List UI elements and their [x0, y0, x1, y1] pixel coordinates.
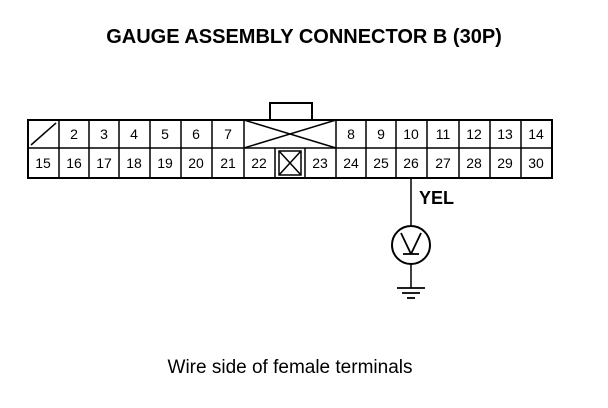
pin-label: 3: [100, 126, 108, 142]
pin-label: 18: [126, 155, 142, 171]
pin-label: 16: [66, 155, 82, 171]
ground-icon: [397, 287, 425, 299]
pin-label: 30: [528, 155, 544, 171]
pin-label: 21: [220, 155, 236, 171]
pin-label: 7: [224, 126, 232, 142]
pin-label: 23: [312, 155, 328, 171]
pin-label: 9: [377, 126, 385, 142]
pin-label: 19: [157, 155, 173, 171]
pin-label: 22: [251, 155, 267, 171]
voltmeter-icon: [391, 225, 431, 265]
pin-label: 4: [130, 126, 138, 142]
connector-body: [27, 119, 553, 179]
pin-label: 12: [466, 126, 482, 142]
pin-label: 25: [373, 155, 389, 171]
bottom-blocked-cross: [278, 150, 302, 176]
pin-label: 15: [35, 155, 51, 171]
pin-label: 10: [403, 126, 419, 142]
pin-label: 6: [192, 126, 200, 142]
pin-label: 8: [347, 126, 355, 142]
pin-1-unused-mark: [30, 122, 57, 146]
pin-label: 5: [161, 126, 169, 142]
pin-label: 14: [528, 126, 544, 142]
pin-label: 20: [188, 155, 204, 171]
pin-label: 26: [403, 155, 419, 171]
connector-lock-tab: [269, 102, 313, 121]
pin-label: 24: [343, 155, 359, 171]
top-blocked-cross: [243, 119, 337, 149]
pin-label: 17: [96, 155, 112, 171]
pin-label: 27: [435, 155, 451, 171]
pin-label: 28: [466, 155, 482, 171]
pin-label: 29: [497, 155, 513, 171]
wire-color-label: YEL: [419, 188, 455, 208]
pin-label: 2: [70, 126, 78, 142]
pin-label: 11: [436, 126, 451, 142]
bottom-row-dividers: [58, 148, 522, 178]
diagram-caption: Wire side of female terminals: [167, 357, 413, 378]
top-row-dividers: [58, 120, 522, 148]
pin-label: 13: [497, 126, 513, 142]
diagram-title: GAUGE ASSEMBLY CONNECTOR B (30P): [106, 26, 502, 48]
